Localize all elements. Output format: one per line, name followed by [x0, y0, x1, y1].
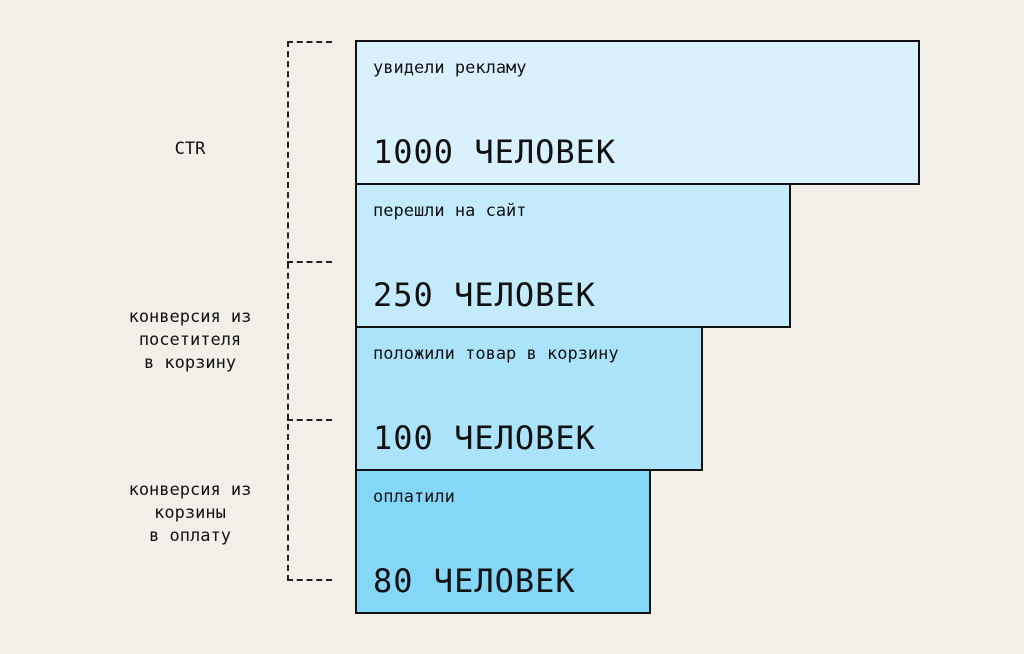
annotation-visitor-to-cart: конверсия из посетителя в корзину: [128, 307, 252, 373]
annotation-ctr: CTR: [174, 139, 206, 159]
bar-stage-label: увидели рекламу: [373, 58, 527, 78]
bar-value-label: 250 ЧЕЛОВЕК: [373, 276, 596, 314]
bar-value-label: 1000 ЧЕЛОВЕК: [373, 133, 617, 171]
bracket-line: [287, 41, 289, 581]
funnel-bar-stage-3: положили товар в корзину 100 ЧЕЛОВЕК: [355, 326, 703, 471]
bar-value-label: 80 ЧЕЛОВЕК: [373, 562, 576, 600]
bracket-tick: [287, 41, 332, 43]
bar-value-label: 100 ЧЕЛОВЕК: [373, 419, 596, 457]
bracket-tick: [287, 261, 332, 263]
bracket-tick: [287, 579, 332, 581]
bar-stage-label: оплатили: [373, 487, 455, 507]
funnel-bar-stage-2: перешли на сайт 250 ЧЕЛОВЕК: [355, 183, 791, 328]
funnel-bar-stage-4: оплатили 80 ЧЕЛОВЕК: [355, 469, 651, 614]
bar-stage-label: перешли на сайт: [373, 201, 527, 221]
funnel-bars: увидели рекламу 1000 ЧЕЛОВЕК перешли на …: [355, 40, 920, 614]
annotation-cart-to-payment: конверсия из корзины в оплату: [128, 480, 252, 546]
funnel-bar-stage-1: увидели рекламу 1000 ЧЕЛОВЕК: [355, 40, 920, 185]
bar-stage-label: положили товар в корзину: [373, 344, 619, 364]
bracket-tick: [287, 419, 332, 421]
